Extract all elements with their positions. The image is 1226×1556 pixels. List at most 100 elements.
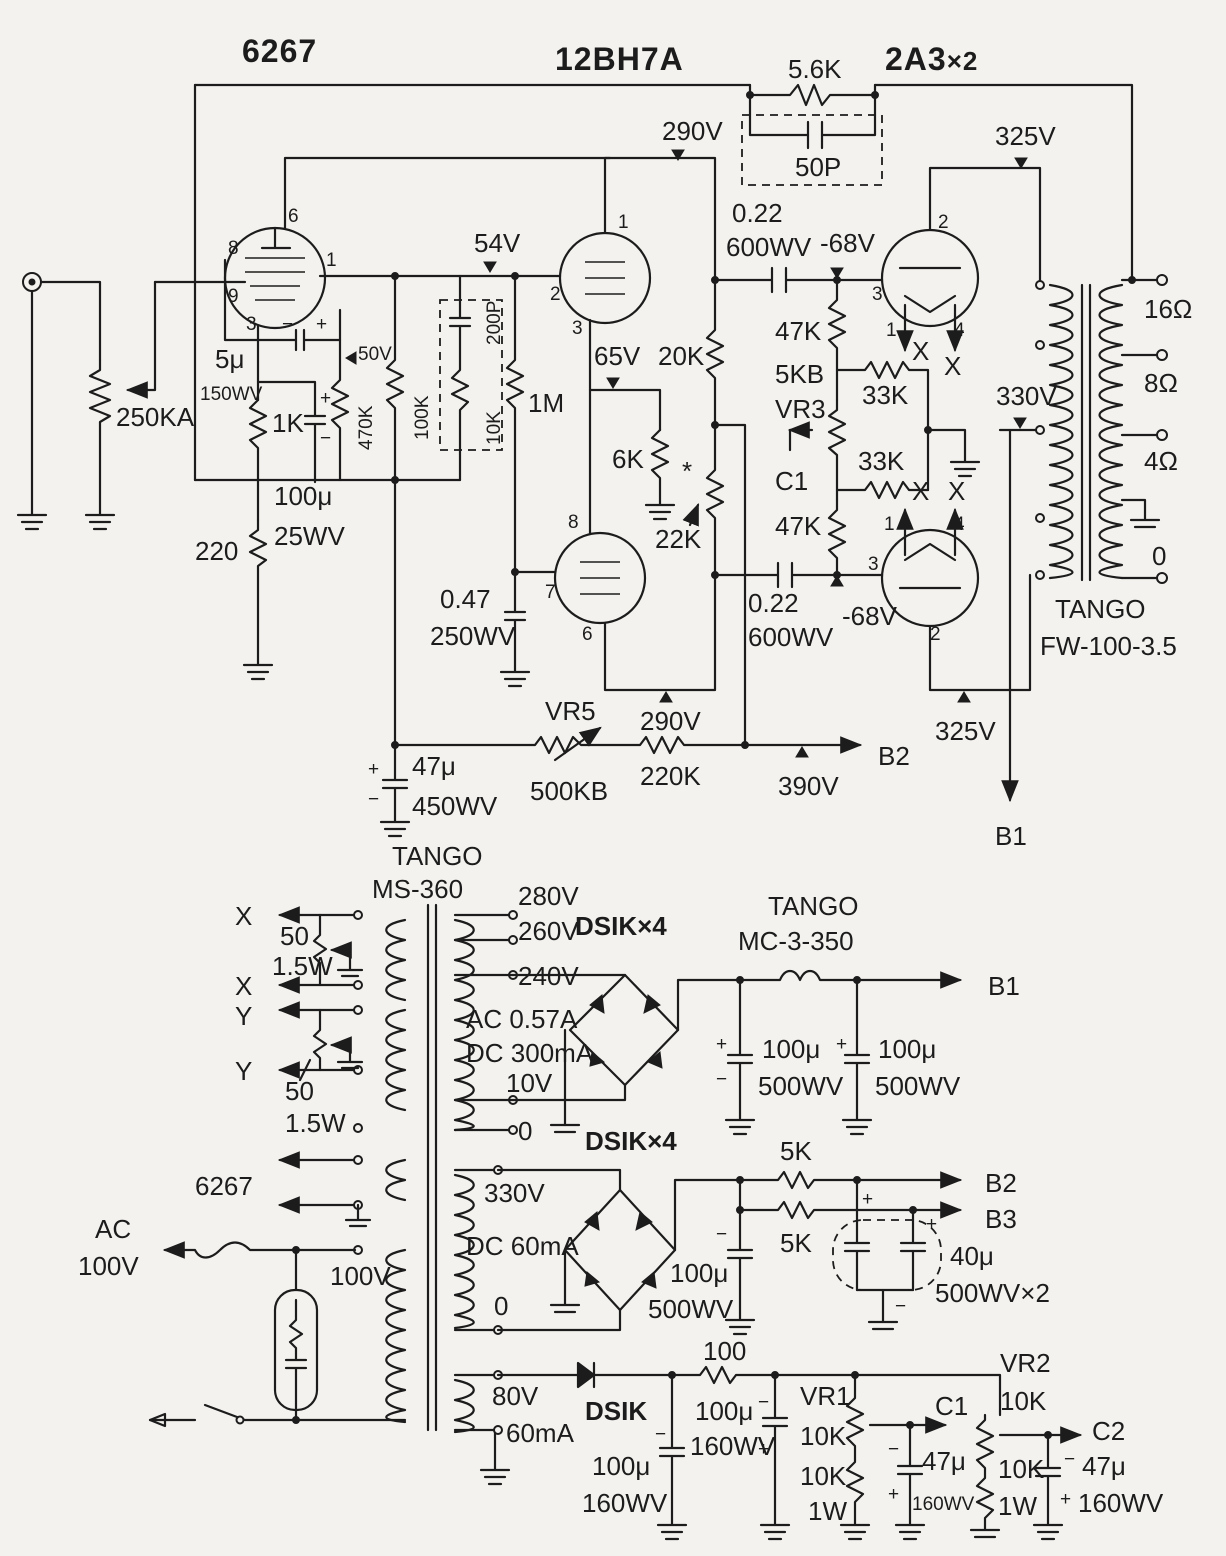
resistor-5k-a-label: 5K	[780, 1136, 812, 1166]
filament-x2-label: X	[235, 971, 252, 1001]
upper-coupling-cap-label: 0.22	[732, 198, 783, 228]
stage1-voltage-label: 54V	[474, 228, 521, 258]
tap-60ma-label: 60mA	[506, 1418, 575, 1448]
decouple-cap-label: 47μ	[412, 751, 456, 781]
svg-text:+: +	[836, 1034, 847, 1055]
svg-text:160WV: 160WV	[690, 1431, 776, 1461]
resistor-5k-b-label: 5K	[780, 1228, 812, 1258]
resistor-470k-label: 470K	[356, 405, 377, 450]
speaker-tap-16-icon[interactable]	[1156, 274, 1168, 286]
tap-80v-label: 80V	[492, 1381, 539, 1411]
tube-12bh7a-lower-icon	[553, 531, 647, 625]
svg-text:+: +	[888, 1484, 899, 1505]
svg-text:1W: 1W	[808, 1496, 847, 1526]
power-switch-icon[interactable]	[235, 1415, 245, 1425]
speaker-tap-0-icon[interactable]	[1156, 572, 1168, 584]
input-stage: 250KA 6 8 9 1 3 − + 5μ 150WV 1K + − 100μ…	[16, 156, 612, 747]
otx-model-label: FW-100-3.5	[1040, 631, 1177, 661]
svg-text:−: −	[716, 1069, 727, 1090]
svg-text:6: 6	[582, 624, 593, 645]
ptx-brand-label: TANGO	[392, 841, 483, 871]
coupling-cap-wv-label: 250WV	[430, 621, 516, 651]
svg-text:500WV×2: 500WV×2	[935, 1278, 1050, 1308]
b1-supply-label: B1	[995, 821, 1027, 851]
svg-text:100μ: 100μ	[695, 1396, 753, 1426]
tap-10v-label: 10V	[506, 1068, 553, 1098]
dc-60ma-label: DC 60mA	[466, 1231, 579, 1261]
diode-label-single: DSIK	[585, 1396, 647, 1426]
bias-pot-name-label: VR3	[775, 394, 826, 424]
speaker-tap-4-icon[interactable]	[1156, 429, 1168, 441]
upper-grid-voltage-label: -68V	[820, 228, 876, 258]
svg-text:+: +	[862, 1189, 873, 1210]
svg-text:100μ: 100μ	[878, 1034, 936, 1064]
svg-text:VR1: VR1	[800, 1381, 851, 1411]
svg-text:10K: 10K	[1000, 1386, 1047, 1416]
vr5-value-label: 500KB	[530, 776, 608, 806]
resistor-220-label: 220	[195, 536, 238, 566]
svg-text:16Ω: 16Ω	[1144, 294, 1192, 324]
svg-text:4Ω: 4Ω	[1144, 446, 1178, 476]
svg-text:2: 2	[938, 212, 949, 233]
filament-y-label: Y	[235, 1001, 252, 1031]
svg-text:500WV: 500WV	[648, 1294, 734, 1324]
grid-resistor-47k-lower-label: 47K	[775, 511, 822, 541]
svg-text:7: 7	[545, 582, 556, 603]
svg-text:3: 3	[872, 284, 883, 305]
hum-pot-upper-watt-label: 1.5W	[272, 951, 333, 981]
svg-text:100μ: 100μ	[592, 1451, 650, 1481]
speaker-tap-8-icon[interactable]	[1156, 349, 1168, 361]
svg-text:−: −	[368, 789, 379, 810]
svg-text:9: 9	[228, 286, 239, 307]
ac-volts-label: 100V	[78, 1251, 139, 1281]
svg-text:10K: 10K	[800, 1461, 847, 1491]
tube-12bh7a-title: 12BH7A	[555, 41, 684, 77]
resistor-100-label: 100	[703, 1336, 746, 1366]
svg-text:1: 1	[618, 212, 629, 233]
filament-x-upper-a: X	[912, 336, 929, 366]
b3-output-label: B3	[985, 1204, 1017, 1234]
lower-coupling-cap-label: 0.22	[748, 588, 799, 618]
c1-label: C1	[935, 1391, 968, 1421]
c2-label: C2	[1092, 1416, 1125, 1446]
svg-text:40μ: 40μ	[950, 1241, 994, 1271]
choke-brand-label: TANGO	[768, 891, 859, 921]
comp-resistor-label: 10K	[484, 411, 505, 445]
svg-text:500WV: 500WV	[758, 1071, 844, 1101]
upper-coupling-cap-wv-label: 600WV	[726, 232, 812, 262]
tube-2a3-title: 2A3×2	[885, 41, 978, 77]
bias-c1-label: C1	[775, 466, 808, 496]
svg-text:3: 3	[868, 554, 879, 575]
svg-text:160WV: 160WV	[582, 1488, 668, 1518]
power-supply: TANGO MS-360 X X Y Y 50 1.5W	[78, 841, 1164, 1541]
resistor-33k-upper-label: 33K	[862, 380, 909, 410]
primary-voltage-label: 100V	[330, 1261, 391, 1291]
tube-6267-title: 6267	[242, 33, 317, 69]
b1-output-label: B1	[988, 971, 1020, 1001]
svg-text:100μ: 100μ	[670, 1258, 728, 1288]
rail-390v-label: 390V	[778, 771, 839, 801]
svg-text:8: 8	[228, 238, 239, 259]
resistor-22k-label: 22K	[655, 524, 702, 554]
driver-plate-voltage-label: 290V	[662, 116, 723, 146]
ac-in-label: AC	[95, 1214, 131, 1244]
svg-text:2: 2	[550, 284, 561, 305]
resistor-33k-lower-label: 33K	[858, 446, 905, 476]
choke-model-label: MC-3-350	[738, 926, 854, 956]
cathode-voltage-label: 65V	[594, 341, 641, 371]
dc-current-label: DC 300mA	[466, 1038, 594, 1068]
driver-stage: 1 2 3 65V 290V 6K 8 7 6 0.47 250WV 290V …	[430, 116, 837, 747]
filament-x-lower-a: X	[912, 476, 929, 506]
svg-text:−: −	[282, 314, 293, 335]
grid-resistor-label: 1M	[528, 388, 564, 418]
svg-text:6: 6	[288, 206, 299, 227]
svg-text:−: −	[895, 1296, 906, 1317]
b2-rail-label: B2	[878, 741, 910, 771]
svg-text:1: 1	[886, 320, 897, 341]
upper-plate-voltage-label: 325V	[995, 121, 1056, 151]
cap-5u-label: 5μ	[215, 344, 244, 374]
svg-text:47μ: 47μ	[922, 1446, 966, 1476]
svg-text:8: 8	[568, 512, 579, 533]
svg-text:−: −	[1064, 1449, 1075, 1470]
